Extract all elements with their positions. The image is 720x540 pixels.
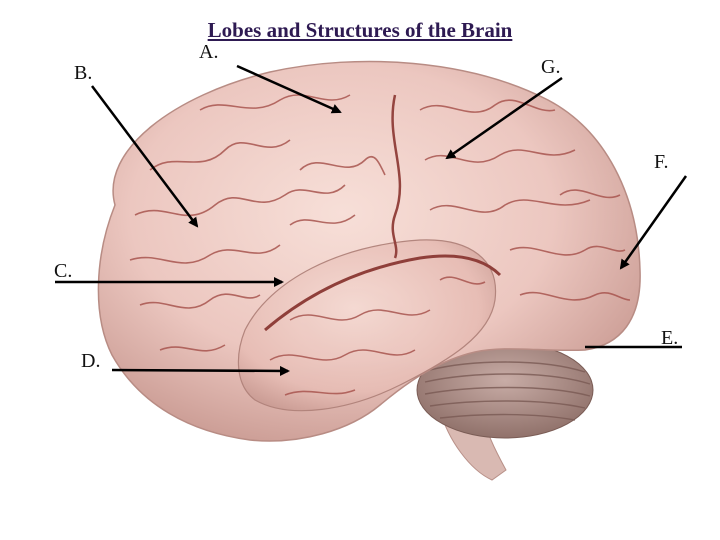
temporal-lobe: [237, 239, 497, 412]
lateral-sulcus: [264, 254, 502, 332]
label-a: A.: [199, 41, 219, 63]
label-d: D.: [81, 350, 101, 372]
pointer-f: [619, 175, 688, 270]
page-title: Lobes and Structures of the Brain: [207, 18, 513, 42]
pointer-lines: [55, 64, 688, 376]
pointer-a: [236, 64, 342, 114]
label-g: G.: [541, 56, 561, 78]
cerebellum-folia: [424, 361, 591, 421]
cortical-sulci: [129, 94, 631, 396]
central-sulcus: [391, 94, 402, 259]
label-e: E.: [661, 327, 679, 349]
pointer-d: [111, 365, 290, 376]
label-f: F.: [654, 151, 669, 173]
label-b: B.: [74, 62, 93, 84]
pointer-g: [445, 76, 563, 160]
label-c: C.: [54, 260, 73, 282]
pointer-b: [91, 85, 199, 228]
